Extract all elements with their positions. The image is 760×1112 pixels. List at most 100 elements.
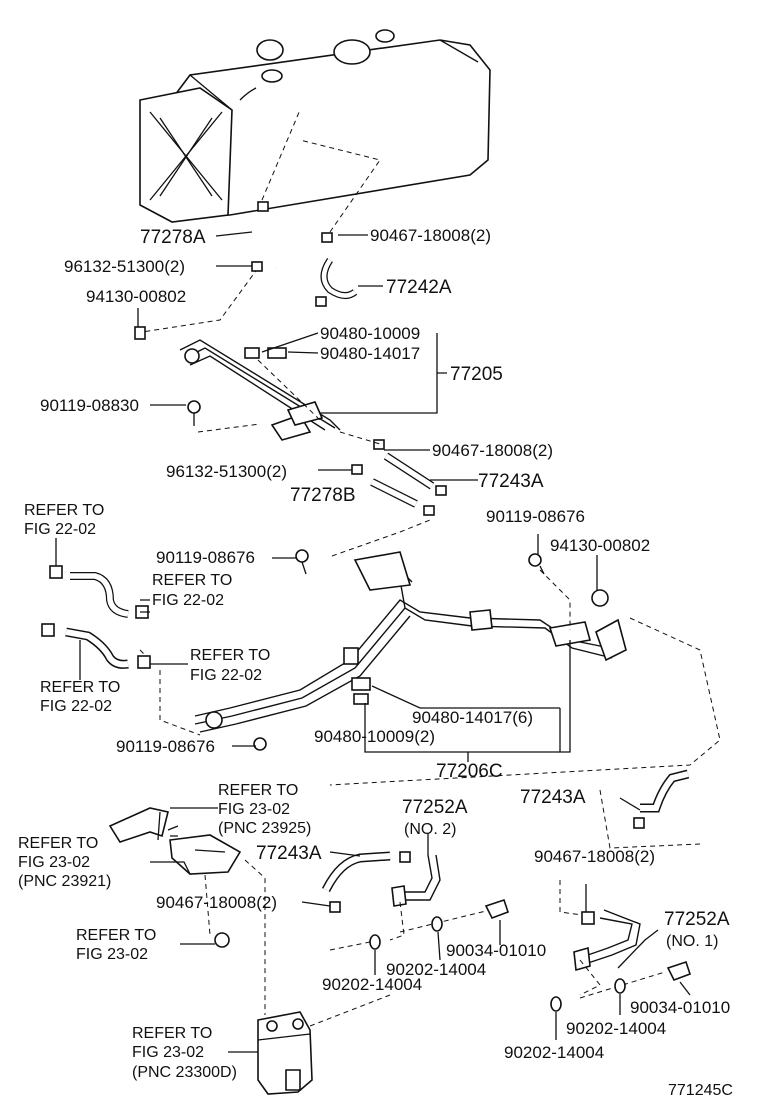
pnc-23300d-text: (PNC 23300D) [132, 1064, 237, 1081]
clamp-icon [134, 326, 146, 340]
part-label-90119-08676-right: 90119-08676 [486, 507, 585, 526]
part-label-77252a-1: 77252A [664, 909, 730, 930]
part-label-90467-18008-4: 90467-18008(2) [534, 847, 655, 866]
clip-icon [49, 565, 63, 579]
part-label-77252a-2: 77252A [402, 797, 468, 818]
leader-lines [55, 231, 691, 1053]
part-label-77205: 77205 [450, 364, 503, 385]
refer-fig-text: FIG 23-02 [18, 854, 90, 871]
clip-icon [435, 485, 447, 496]
part-label-no1: (NO. 1) [666, 933, 718, 950]
union-bolt-icon [484, 898, 510, 920]
refer-to-text: REFER TO [132, 1025, 212, 1042]
pnc-23925-text: (PNC 23925) [218, 820, 311, 837]
clamp-icon [591, 589, 609, 607]
clip-icon [315, 296, 327, 307]
hose-77242a [320, 258, 358, 299]
clip-icon [351, 464, 363, 475]
hose-77243a-middle [321, 851, 391, 893]
part-label-no2: (NO. 2) [404, 821, 456, 838]
hose-77278a [251, 222, 287, 270]
grommet-icon [244, 347, 260, 359]
bracket-pnc-23925 [108, 807, 179, 843]
grommet-icon [267, 347, 287, 359]
clip-icon [321, 232, 333, 243]
part-label-90034-01010-2: 90034-01010 [630, 998, 730, 1017]
part-label-90202-14004-3: 90202-14004 [566, 1019, 666, 1038]
clip-icon [41, 623, 55, 637]
fuel-filter-23300d [257, 1011, 313, 1095]
hose-77278b [370, 478, 418, 508]
refer-to-text: REFER TO [190, 647, 270, 664]
part-label-77278a: 77278A [140, 227, 206, 248]
part-label-77206c: 77206C [436, 761, 503, 782]
refer-to-text: REFER TO [40, 679, 120, 696]
bolt-icon [295, 549, 309, 575]
clip-icon [581, 911, 595, 925]
part-label-77278b: 77278B [290, 485, 356, 506]
gasket-icon [431, 916, 443, 932]
part-label-90202-14004-1: 90202-14004 [386, 960, 486, 979]
hose-fig22-lower [65, 627, 129, 669]
part-label-77243a-2: 77243A [520, 787, 586, 808]
hose-77243a-upper [383, 452, 435, 490]
bolt-icon [187, 400, 201, 426]
diagram-code: 771245C [668, 1082, 733, 1099]
part-label-77242a: 77242A [386, 277, 452, 298]
clip-icon [329, 901, 341, 913]
part-label-90467-18008-2: 90467-18008(2) [432, 441, 553, 460]
refer-to-text: REFER TO [218, 782, 298, 799]
clip-icon [423, 505, 435, 516]
grommet-icon [353, 693, 369, 705]
gasket-icon [369, 934, 381, 950]
refer-fig-text: FIG 23-02 [132, 1044, 204, 1061]
part-label-90119-08676-bottom: 90119-08676 [116, 737, 215, 756]
fuel-tube-77206c [194, 551, 627, 733]
refer-fig-text: FIG 23-02 [218, 801, 290, 818]
hose-fig22-upper [70, 572, 129, 618]
part-label-90202-14004-4: 90202-14004 [504, 1043, 604, 1062]
refer-to-text: REFER TO [152, 572, 232, 589]
fuel-tube-77252a-no1 [573, 909, 641, 972]
fuel-tank [139, 29, 491, 223]
clip-icon [257, 201, 269, 212]
part-label-90480-10009-2: 90480-10009(2) [314, 727, 435, 746]
part-label-77243a-3: 77243A [256, 843, 322, 864]
part-label-94130-00802-2: 94130-00802 [550, 536, 650, 555]
clip-icon [633, 817, 645, 829]
gasket-icon [614, 978, 626, 994]
clip-icon [399, 851, 411, 863]
hose-77243a-lower [640, 769, 690, 813]
part-label-77243a-1: 77243A [478, 471, 544, 492]
part-label-90202-14004-2: 90202-14004 [322, 975, 422, 994]
part-label-96132-51300-1: 96132-51300(2) [64, 257, 185, 276]
clip-icon [373, 439, 385, 450]
refer-fig-text: FIG 22-02 [24, 521, 96, 538]
refer-fig-text: FIG 23-02 [76, 946, 148, 963]
part-label-90480-10009: 90480-10009 [320, 324, 420, 343]
refer-fig-text: FIG 22-02 [190, 667, 262, 684]
fuel-tube-77205 [179, 339, 341, 441]
fuel-tube-77252a-no2 [391, 854, 441, 907]
part-label-94130-00802-1: 94130-00802 [86, 287, 186, 306]
refer-to-text: REFER TO [76, 927, 156, 944]
part-label-90119-08676-center: 90119-08676 [156, 548, 255, 567]
clamp-icon [214, 932, 230, 948]
part-label-90119-08830: 90119-08830 [40, 396, 139, 415]
refer-fig-text: FIG 22-02 [40, 698, 112, 715]
part-label-90034-01010-1: 90034-01010 [446, 941, 546, 960]
union-bolt-icon [666, 960, 692, 982]
pnc-23921-text: (PNC 23921) [18, 873, 111, 890]
part-label-90480-14017: 90480-14017 [320, 344, 420, 363]
grommet-icon [351, 677, 371, 691]
part-label-90480-14017-6: 90480-14017(6) [412, 708, 533, 727]
bolt-icon [528, 553, 545, 575]
refer-fig-text: FIG 22-02 [152, 592, 224, 609]
clip-icon [251, 261, 263, 272]
refer-to-text: REFER TO [24, 502, 104, 519]
gasket-icon [550, 996, 562, 1012]
bracket-pnc-23921 [169, 834, 242, 875]
refer-to-text: REFER TO [18, 835, 98, 852]
bolt-icon [253, 737, 267, 751]
